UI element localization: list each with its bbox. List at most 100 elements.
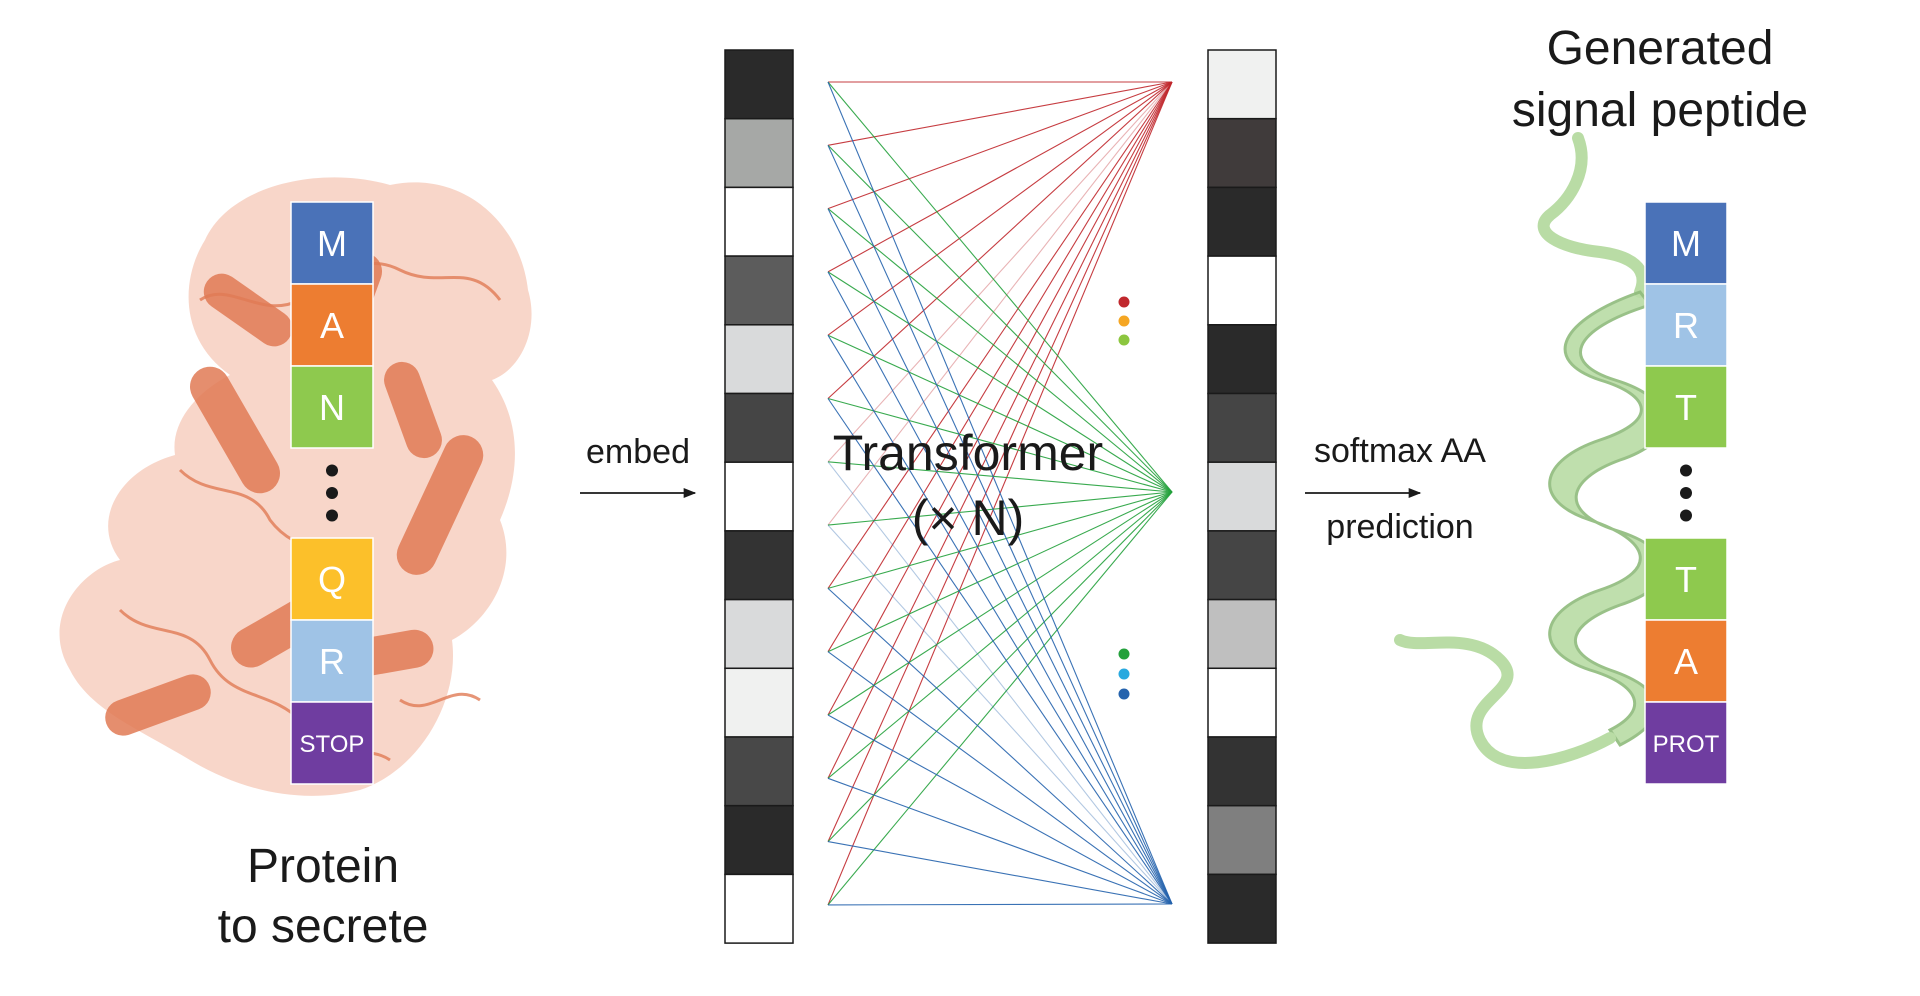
connection-line-green	[827, 208, 1173, 493]
output-token-m-0: M	[1644, 201, 1728, 285]
connection-line-blue	[827, 208, 1173, 905]
output-embedding-cell	[1207, 255, 1277, 326]
output-token-a-4: A	[1644, 619, 1728, 703]
connection-line-blue	[827, 398, 1173, 905]
connection-line-red	[827, 81, 1173, 652]
output-embedding-cell	[1207, 804, 1277, 876]
input-embedding-cell	[724, 598, 794, 670]
connection-line-red	[827, 81, 1173, 273]
connection-line-red	[827, 81, 1173, 716]
input-embedding-column	[724, 49, 794, 944]
ellipsis-dot	[1680, 509, 1692, 522]
output-embedding-cell	[1207, 324, 1277, 395]
connection-line-green	[827, 491, 1173, 526]
output-token-letter: M	[1671, 223, 1701, 264]
connection-line-blue	[827, 841, 1173, 905]
input-token-q-3: Q	[290, 537, 374, 621]
transformer-dot	[1118, 296, 1130, 308]
connection-line-blue	[827, 461, 1173, 905]
output-token-letter: T	[1675, 387, 1697, 428]
output-token-r-1: R	[1644, 283, 1728, 367]
ellipsis-dot	[1680, 487, 1692, 499]
peptide-tail-top	[1537, 132, 1649, 298]
connection-line-green	[827, 334, 1173, 493]
input-embedding-cell	[724, 117, 794, 189]
connection-line-green	[827, 397, 1173, 493]
connection-line-blue	[827, 524, 1173, 905]
connection-line-blue	[827, 777, 1173, 905]
connection-line-red	[827, 81, 1173, 146]
input-embedding-cell	[724, 873, 794, 944]
ellipsis-dot	[326, 509, 338, 522]
connection-line-red	[827, 81, 1173, 210]
protein-structure-image	[59, 177, 532, 796]
transformer-dot	[1118, 315, 1130, 327]
connection-line-red	[827, 81, 1173, 526]
input-token-letter: Q	[318, 559, 346, 600]
input-embedding-cell	[724, 255, 794, 326]
connection-line-red	[827, 81, 1173, 336]
output-token-letter: PROT	[1653, 731, 1720, 758]
transformer-ellipsis-dots	[1118, 296, 1130, 700]
connection-line-red	[827, 81, 1173, 779]
ellipsis-dot	[326, 487, 338, 499]
transformer-dot	[1118, 668, 1130, 680]
output-token-letter: T	[1675, 559, 1697, 600]
connection-line-red	[827, 81, 1173, 463]
input-token-letter: N	[319, 387, 345, 428]
transformer-connections	[827, 81, 1173, 906]
input-token-letter: A	[320, 305, 344, 346]
input-token-a-1: A	[290, 283, 374, 367]
transformer-label-line2: (× N)	[912, 490, 1025, 546]
connection-line-blue	[827, 651, 1173, 905]
output-embedding-cell	[1207, 117, 1277, 189]
output-ellipsis-dots	[1680, 464, 1692, 522]
connection-line-green	[827, 491, 1173, 779]
connection-line-green	[827, 491, 1173, 716]
protein-label-line1: Protein	[247, 840, 399, 893]
transformer-label-line1: Transformer	[833, 425, 1103, 481]
output-embedding-cell	[1207, 736, 1277, 807]
output-embedding-column	[1207, 49, 1277, 944]
connection-line-blue	[827, 81, 1173, 905]
connection-line-blue	[827, 587, 1173, 905]
input-token-letter: M	[317, 223, 347, 264]
input-token-n-2: N	[290, 365, 374, 449]
transformer-dot	[1118, 334, 1130, 346]
connection-line-blue	[827, 145, 1173, 905]
input-token-letter: STOP	[300, 731, 365, 758]
input-embedding-cell	[724, 392, 794, 463]
input-ellipsis-dots	[326, 464, 338, 522]
ellipsis-dot	[326, 464, 338, 477]
softmax-label-line1: softmax AA	[1314, 432, 1486, 470]
connection-line-green	[827, 491, 1173, 589]
connection-line-green	[827, 271, 1173, 493]
input-embedding-cell	[724, 667, 794, 738]
softmax-label-line2: prediction	[1326, 508, 1473, 546]
connection-line-blue	[827, 334, 1173, 905]
connection-line-green	[827, 491, 1173, 842]
input-sequence-tokens: MAN QR STOP	[290, 201, 374, 785]
peptide-tail-bottom	[1394, 634, 1616, 769]
protein-label-line2: to secrete	[218, 900, 429, 953]
output-embedding-cell	[1207, 598, 1277, 670]
input-token-stop-5: STOP	[290, 701, 374, 785]
input-embedding-cell	[724, 804, 794, 876]
output-embedding-cell	[1207, 667, 1277, 738]
input-token-r-4: R	[290, 619, 374, 703]
connection-line-red	[827, 81, 1173, 399]
output-embedding-cell	[1207, 49, 1277, 120]
input-embedding-cell	[724, 186, 794, 257]
output-token-t-3: T	[1644, 537, 1728, 621]
connection-line-blue	[827, 903, 1173, 906]
peptide-title-line2: signal peptide	[1512, 84, 1808, 137]
connection-line-green	[827, 81, 1173, 493]
input-embedding-cell	[724, 324, 794, 395]
input-embedding-cell	[724, 461, 794, 532]
output-token-t-2: T	[1644, 365, 1728, 449]
transformer-dot	[1118, 688, 1130, 700]
input-embedding-cell	[724, 49, 794, 120]
connection-line-green	[827, 461, 1173, 493]
